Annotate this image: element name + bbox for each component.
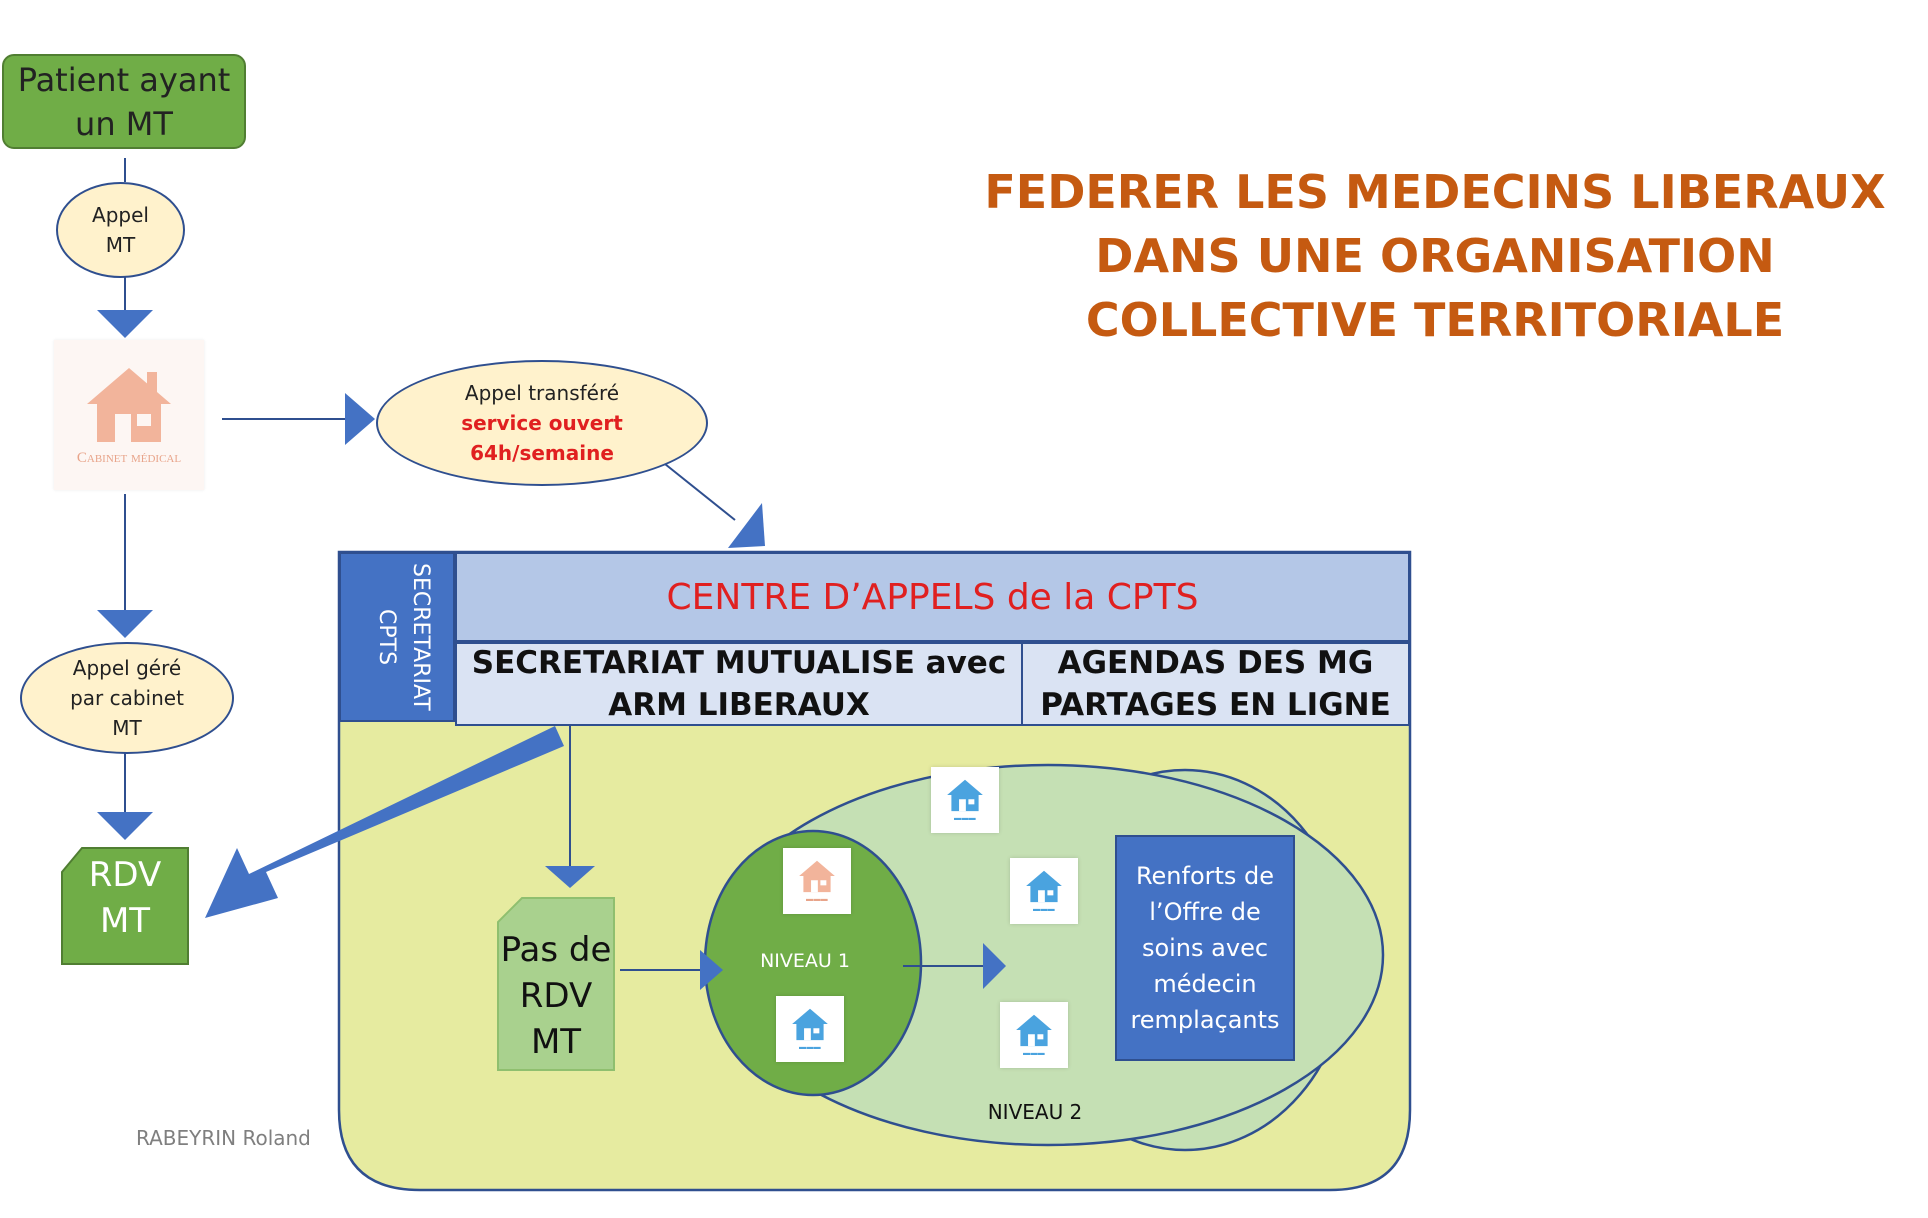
house-icon	[792, 1008, 828, 1041]
title-line-1: FEDERER LES MEDECINS LIBERAUX	[984, 165, 1886, 219]
rdv-mt-shape	[61, 847, 189, 965]
renforts-line-2: l’Offre de	[1149, 898, 1261, 926]
patient-line-2: un MT	[75, 104, 173, 143]
pas-rdv-shape	[497, 897, 615, 1071]
appel-mt-node[interactable]: Appel MT	[56, 182, 185, 278]
cabinet-card-orange[interactable]: ▬▬▬	[783, 848, 851, 914]
appel-mt-line-1: Appel	[92, 203, 149, 227]
niveau1-label: NIVEAU 1	[760, 950, 850, 972]
appel-mt-line-2: MT	[105, 233, 136, 257]
rdv-mt-line-1: RDV	[88, 855, 162, 895]
agendas-line-1: AGENDAS DES MG	[1057, 645, 1374, 681]
renforts-line-5: remplaçants	[1130, 1006, 1280, 1034]
renforts-line-3: soins avec	[1141, 934, 1269, 962]
arrow-down-1	[97, 310, 153, 338]
pas-rdv-line-1: Pas de	[500, 930, 612, 970]
agendas-mg-box[interactable]: AGENDAS DES MG PARTAGES EN LIGNE	[1021, 642, 1410, 726]
title-line-2: DANS UNE ORGANISATION	[1095, 229, 1775, 283]
arrow-down-3	[97, 812, 153, 840]
arrow-right-niveau2	[983, 943, 1006, 989]
house-icon	[799, 860, 835, 893]
appel-transfere-line-3: 64h/semaine	[470, 441, 614, 465]
pas-rdv-node[interactable]: Pas de RDV MT	[498, 922, 614, 1070]
rdv-mt-node[interactable]: RDV MT	[62, 852, 188, 944]
secretariat-mutualise-line-1: SECRETARIAT MUTUALISE avec	[471, 645, 1007, 681]
page-title: FEDERER LES MEDECINS LIBERAUX DANS UNE O…	[960, 160, 1910, 352]
patient-line-1: Patient ayant	[17, 60, 231, 99]
secretariat-mutualise-box[interactable]: SECRETARIAT MUTUALISE avec ARM LIBERAUX	[455, 642, 1023, 726]
house-icon	[87, 367, 171, 442]
pas-rdv-line-2: RDV	[519, 976, 593, 1016]
cabinet-medical-card[interactable]: Cabinet médical	[54, 340, 204, 490]
appel-gere-line-2: par cabinet	[70, 686, 184, 710]
cabinet-card-blue-2[interactable]: ▬▬▬	[931, 767, 999, 833]
renforts-line-4: médecin	[1153, 970, 1257, 998]
house-icon	[1026, 870, 1062, 903]
arrow-right-niveau1	[700, 950, 723, 990]
title-line-3: COLLECTIVE TERRITORIALE	[1085, 293, 1785, 347]
renforts-box[interactable]: Renforts de l’Offre de soins avec médeci…	[1115, 835, 1295, 1061]
cabinet-card-blue-1[interactable]: ▬▬▬	[776, 996, 844, 1062]
appel-transfere-node[interactable]: Appel transféré service ouvert 64h/semai…	[376, 360, 708, 486]
house-icon	[947, 779, 983, 812]
appel-transfere-line-1: Appel transféré	[464, 381, 620, 405]
secretariat-cpts-bar[interactable]: SECRETARIAT CPTS	[339, 552, 455, 722]
appel-gere-line-3: MT	[112, 716, 142, 740]
arrow-right-transfer	[345, 393, 375, 445]
house-icon	[1016, 1014, 1052, 1047]
agendas-line-2: PARTAGES EN LIGNE	[1040, 687, 1391, 723]
pas-rdv-line-3: MT	[530, 1022, 582, 1062]
cabinet-card-blue-3[interactable]: ▬▬▬	[1010, 858, 1078, 924]
patient-box[interactable]: Patient ayant un MT	[2, 54, 246, 149]
appel-gere-node[interactable]: Appel géré par cabinet MT	[20, 642, 234, 754]
niveau2-label: NIVEAU 2	[987, 1100, 1083, 1124]
appel-transfere-line-2: service ouvert	[461, 411, 623, 435]
secretariat-mutualise-line-2: ARM LIBERAUX	[608, 687, 870, 723]
centre-appels-label: CENTRE D’APPELS de la CPTS	[666, 576, 1199, 618]
cabinet-card-blue-4[interactable]: ▬▬▬	[1000, 1002, 1068, 1068]
arrow-big-rdv	[205, 726, 564, 918]
author-credit: RABEYRIN Roland	[136, 1126, 311, 1150]
cabinet-caption: Cabinet médical	[76, 449, 182, 466]
rdv-mt-line-2: MT	[99, 901, 151, 941]
appel-gere-line-1: Appel géré	[72, 656, 182, 680]
arrow-diag-centre	[728, 503, 765, 548]
secretariat-cpts-label: SECRETARIAT CPTS	[374, 563, 433, 711]
arrow-down-pasrdv	[545, 866, 595, 888]
arrow-down-2	[97, 610, 153, 638]
centre-appels-header[interactable]: CENTRE D’APPELS de la CPTS	[455, 552, 1410, 642]
renforts-line-1: Renforts de	[1135, 862, 1275, 890]
